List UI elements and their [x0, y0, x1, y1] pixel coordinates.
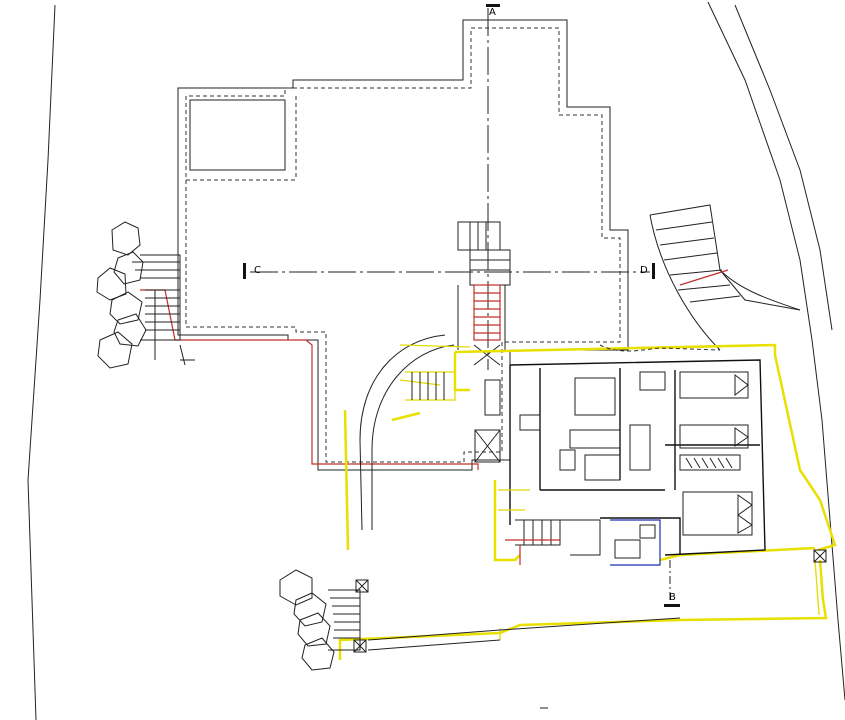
- house-walls: [474, 359, 766, 556]
- section-marker-c: C: [254, 265, 261, 276]
- site-boundary: [27, 1, 845, 720]
- red-stair: [457, 284, 506, 366]
- bottom-landscape: [279, 549, 827, 671]
- bathroom-fixtures: [600, 517, 681, 566]
- section-marker-d: D: [640, 265, 648, 276]
- new-house-outline: [338, 343, 837, 660]
- section-marker-b: B: [669, 592, 676, 603]
- red-boundary-line: [140, 289, 479, 470]
- existing-stair: [457, 221, 511, 286]
- left-landscape: [96, 221, 195, 369]
- section-lines: [243, 4, 680, 607]
- existing-building-outline: [177, 19, 629, 471]
- section-marker-a: A: [489, 7, 496, 18]
- right-curved-stair: [649, 204, 801, 351]
- house-lower-stair: [498, 489, 601, 565]
- curved-walkway: [359, 334, 455, 531]
- bedroom-beds: [679, 371, 753, 536]
